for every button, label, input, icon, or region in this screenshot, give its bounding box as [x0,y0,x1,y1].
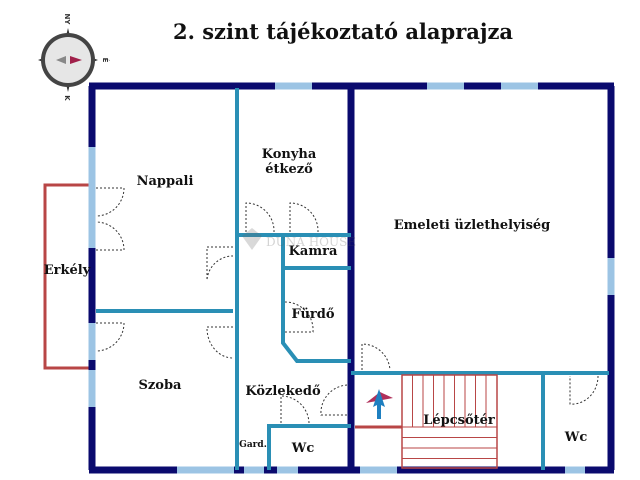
outer-walls [88,82,615,474]
compass-east-label: É [101,58,110,63]
watermark: DUNA HOUSE [242,228,356,250]
room-label-nappali: Nappali [137,174,194,189]
room-label-kozlekedo: Közlekedő [245,384,321,399]
room-label-konyha: Konyha [262,147,317,162]
room-label-wc-left: Wc [291,441,315,456]
room-label-kamra: Kamra [289,244,338,259]
page-title: 2. szint tájékoztató alaprajza [173,19,513,44]
staircase [355,374,498,469]
windows [88,82,615,474]
room-label-emeleti-uzlethelyiseg: Emeleti üzlethelyiség [394,218,551,233]
compass-needle-red [70,56,82,64]
compass-needle-grey [56,56,66,64]
compass-north-label: NY [63,14,71,26]
room-label-szoba: Szoba [139,378,183,393]
room-label-wc-right: Wc [564,430,588,445]
balcony-outline [43,183,92,370]
compass: NY É K [38,14,110,101]
doors [95,187,599,424]
room-label-etkezo: étkező [265,162,313,177]
room-label-lepcsoter: Lépcsőtér [423,413,495,428]
room-label-gard: Gard. [239,440,267,450]
room-label-erkely: Erkély [44,263,91,278]
you-are-here-icon [366,389,393,419]
compass-south-label: K [63,95,71,101]
room-label-furdo: Fürdő [291,307,334,322]
inner-walls [96,88,609,470]
watermark-text: DUNA HOUSE [266,235,356,249]
